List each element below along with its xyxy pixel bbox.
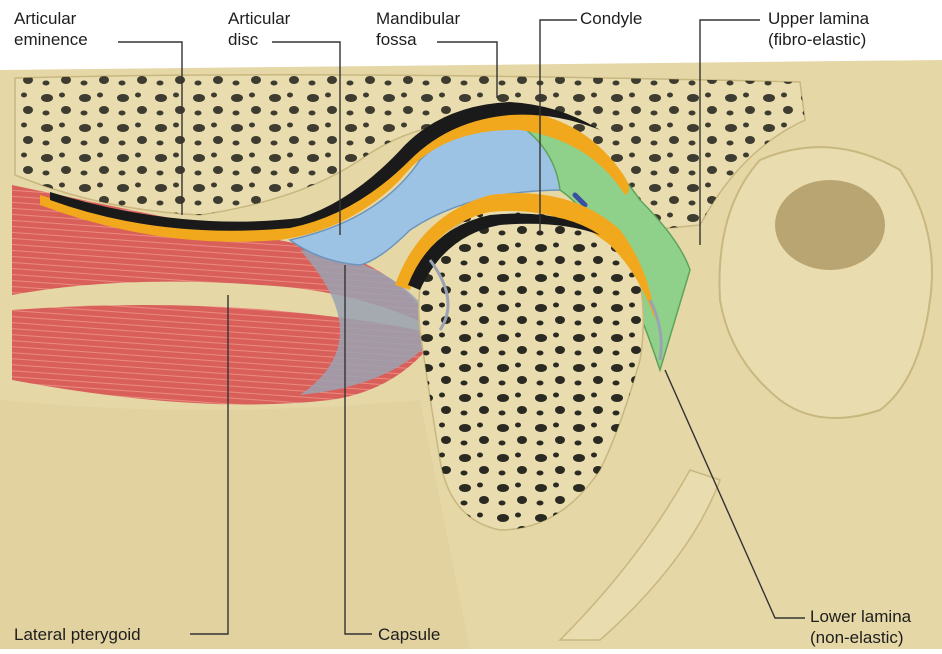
label-capsule: Capsule	[378, 624, 440, 645]
label-upper-lamina: Upper lamina (fibro-elastic)	[768, 8, 869, 50]
lower-bone-shadow	[0, 400, 470, 649]
label-mandibular-fossa: Mandibular fossa	[376, 8, 460, 50]
label-lower-lamina: Lower lamina (non-elastic)	[810, 606, 911, 648]
ear-canal-opening	[775, 180, 885, 270]
label-articular-disc: Articular disc	[228, 8, 290, 50]
label-articular-eminence: Articular eminence	[14, 8, 88, 50]
label-condyle: Condyle	[580, 8, 642, 29]
label-lateral-pterygoid: Lateral pterygoid	[14, 624, 141, 645]
